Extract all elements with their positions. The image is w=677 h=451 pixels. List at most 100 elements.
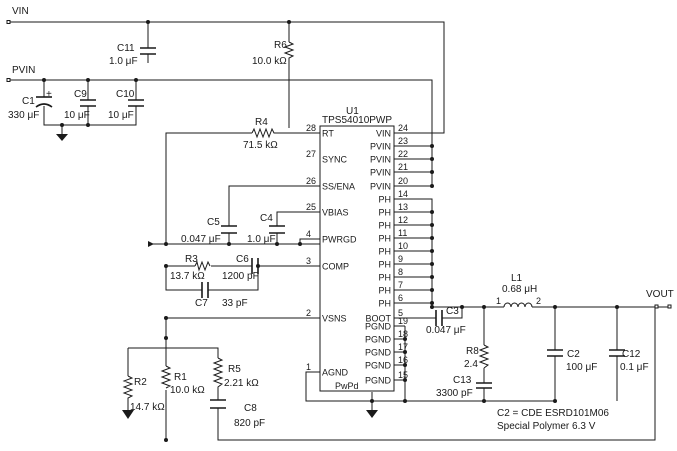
ic-pin-name: PVIN bbox=[370, 168, 391, 178]
ic-pin-number: 4 bbox=[306, 229, 311, 239]
ic-pin-name: PH bbox=[378, 195, 391, 205]
capacitor-c13: C13 3300 pF bbox=[436, 375, 492, 399]
ic-pin-name: PH bbox=[378, 260, 391, 270]
ic-pin-number: 9 bbox=[398, 254, 403, 264]
ic-pwpd-label: PwPd bbox=[335, 381, 359, 391]
capacitor-c10: C10 10 μF bbox=[108, 89, 144, 121]
inductor-l1: L1 0.68 μH 1 2 bbox=[496, 273, 541, 308]
ic-pin-number: 26 bbox=[306, 176, 316, 186]
ground-symbol-input bbox=[56, 134, 68, 141]
ic-pin-name: VSNS bbox=[322, 314, 347, 324]
ic-pin-number: 14 bbox=[398, 189, 408, 199]
ic-pin-number: 27 bbox=[306, 149, 316, 159]
terminals bbox=[6, 20, 672, 309]
c4-ref: C4 bbox=[260, 213, 273, 224]
r6-value: 10.0 kΩ bbox=[252, 56, 287, 67]
ic-pin-number: 17 bbox=[398, 342, 408, 352]
ic-pin-name: BOOT bbox=[365, 314, 391, 324]
ground-symbol-power bbox=[366, 410, 378, 418]
ic-pin-name: PWRGD bbox=[322, 235, 357, 245]
r8-value: 2.4 bbox=[464, 359, 478, 370]
ic-pin-number: 10 bbox=[398, 241, 408, 251]
c6-ref: C6 bbox=[236, 254, 249, 265]
capacitor-c5: C5 0.047 μF bbox=[181, 217, 237, 245]
ic-pin-name: PVIN bbox=[370, 155, 391, 165]
ground-arrow-left bbox=[148, 241, 154, 247]
ic-pin-number: 25 bbox=[306, 202, 316, 212]
ic-pin-name: PGND bbox=[365, 376, 392, 386]
c2-value: 100 μF bbox=[566, 362, 597, 373]
c13-ref: C13 bbox=[453, 375, 472, 386]
ic-pin-name: PH bbox=[378, 234, 391, 244]
r5-ref: R5 bbox=[228, 364, 241, 375]
ic-pin-name: PH bbox=[378, 221, 391, 231]
ic-part: TPS54010PWP bbox=[322, 115, 392, 126]
c11-ref: C11 bbox=[117, 43, 135, 54]
ic-left-pins: 28RT27SYNC26SS/ENA25VBIAS4PWRGD3COMP2VSN… bbox=[306, 123, 357, 378]
capacitor-c9: C9 10 μF bbox=[64, 89, 96, 121]
ic-pin-number: 20 bbox=[398, 176, 408, 186]
r2-ref: R2 bbox=[134, 377, 147, 388]
ic-right-pins: 24VIN23PVIN22PVIN21PVIN20PVIN14PH13PH12P… bbox=[365, 123, 408, 386]
ic-pin-number: 3 bbox=[306, 256, 311, 266]
ic-pin-name: PH bbox=[378, 247, 391, 257]
c1-ref: C1 bbox=[22, 96, 35, 107]
ic-pin-name: COMP bbox=[322, 262, 349, 272]
r3-ref: R3 bbox=[185, 254, 198, 265]
c8-value: 820 pF bbox=[234, 418, 265, 429]
r6-ref: R6 bbox=[274, 40, 287, 51]
ic-pin-number: 11 bbox=[398, 228, 407, 238]
r2-value: 14.7 kΩ bbox=[130, 402, 165, 413]
c12-value: 0.1 μF bbox=[620, 362, 649, 373]
ic-pin-name: SS/ENA bbox=[322, 182, 355, 192]
r8-ref: R8 bbox=[466, 346, 479, 357]
capacitor-c6: C6 1200 pF bbox=[222, 254, 259, 282]
ic-pin-name: RT bbox=[322, 129, 334, 139]
ic-pin-number: 6 bbox=[398, 293, 403, 303]
note-c2-type: Special Polymer 6.3 V bbox=[497, 421, 596, 432]
ic-pin-number: 12 bbox=[398, 215, 408, 225]
ic-pin-number: 7 bbox=[398, 280, 403, 290]
resistor-r4: R4 71.5 kΩ bbox=[243, 117, 278, 151]
capacitor-c4: C4 1.0 μF bbox=[247, 213, 285, 245]
capacitor-c12: C12 0.1 μF bbox=[609, 349, 649, 373]
c7-value: 33 pF bbox=[222, 298, 248, 309]
ic-pin-number: 16 bbox=[398, 355, 408, 365]
c12-ref: C12 bbox=[622, 349, 641, 360]
resistor-r5: R5 2.21 kΩ bbox=[212, 357, 259, 389]
resistor-r3: R3 13.7 kΩ bbox=[170, 254, 211, 282]
resistor-r6: R6 10.0 kΩ bbox=[252, 40, 295, 67]
r1-value: 10.0 kΩ bbox=[170, 385, 205, 396]
ic-pin-name: VBIAS bbox=[322, 208, 349, 218]
ic-pin-number: 2 bbox=[306, 308, 311, 318]
net-label-vout: VOUT bbox=[646, 289, 674, 300]
ic-pin-number: 28 bbox=[306, 123, 316, 133]
ic-pin-name: PGND bbox=[365, 348, 392, 358]
resistor-r8: R8 2.4 bbox=[464, 344, 490, 370]
c9-ref: C9 bbox=[74, 89, 87, 100]
l1-value: 0.68 μH bbox=[502, 284, 537, 295]
ic-pin-number: 8 bbox=[398, 267, 403, 277]
ic-pin-name: PGND bbox=[365, 335, 392, 345]
c2-ref: C2 bbox=[567, 349, 580, 360]
resistor-r2: R2 14.7 kΩ bbox=[122, 375, 165, 413]
c11-value: 1.0 μF bbox=[109, 56, 138, 67]
r5-value: 2.21 kΩ bbox=[224, 378, 259, 389]
ic-pin-number: 19 bbox=[398, 316, 408, 326]
r4-ref: R4 bbox=[255, 117, 268, 128]
capacitor-c3: C3 0.047 μF bbox=[426, 306, 466, 336]
c13-value: 3300 pF bbox=[436, 388, 473, 399]
ic-pin-number: 18 bbox=[398, 329, 408, 339]
c1-value: 330 μF bbox=[8, 110, 39, 121]
r1-ref: R1 bbox=[174, 372, 187, 383]
c4-value: 1.0 μF bbox=[247, 234, 276, 245]
ic-ref: U1 bbox=[346, 106, 359, 117]
ic-pin-name: PVIN bbox=[370, 182, 391, 192]
r3-value: 13.7 kΩ bbox=[170, 271, 205, 282]
ic-pin-name: VIN bbox=[376, 129, 391, 139]
capacitor-c2: C2 100 μF bbox=[547, 349, 597, 373]
ground-symbol-r2 bbox=[122, 410, 134, 419]
ic-pin-name: PGND bbox=[365, 361, 392, 371]
capacitor-c8: C8 820 pF bbox=[210, 399, 265, 429]
